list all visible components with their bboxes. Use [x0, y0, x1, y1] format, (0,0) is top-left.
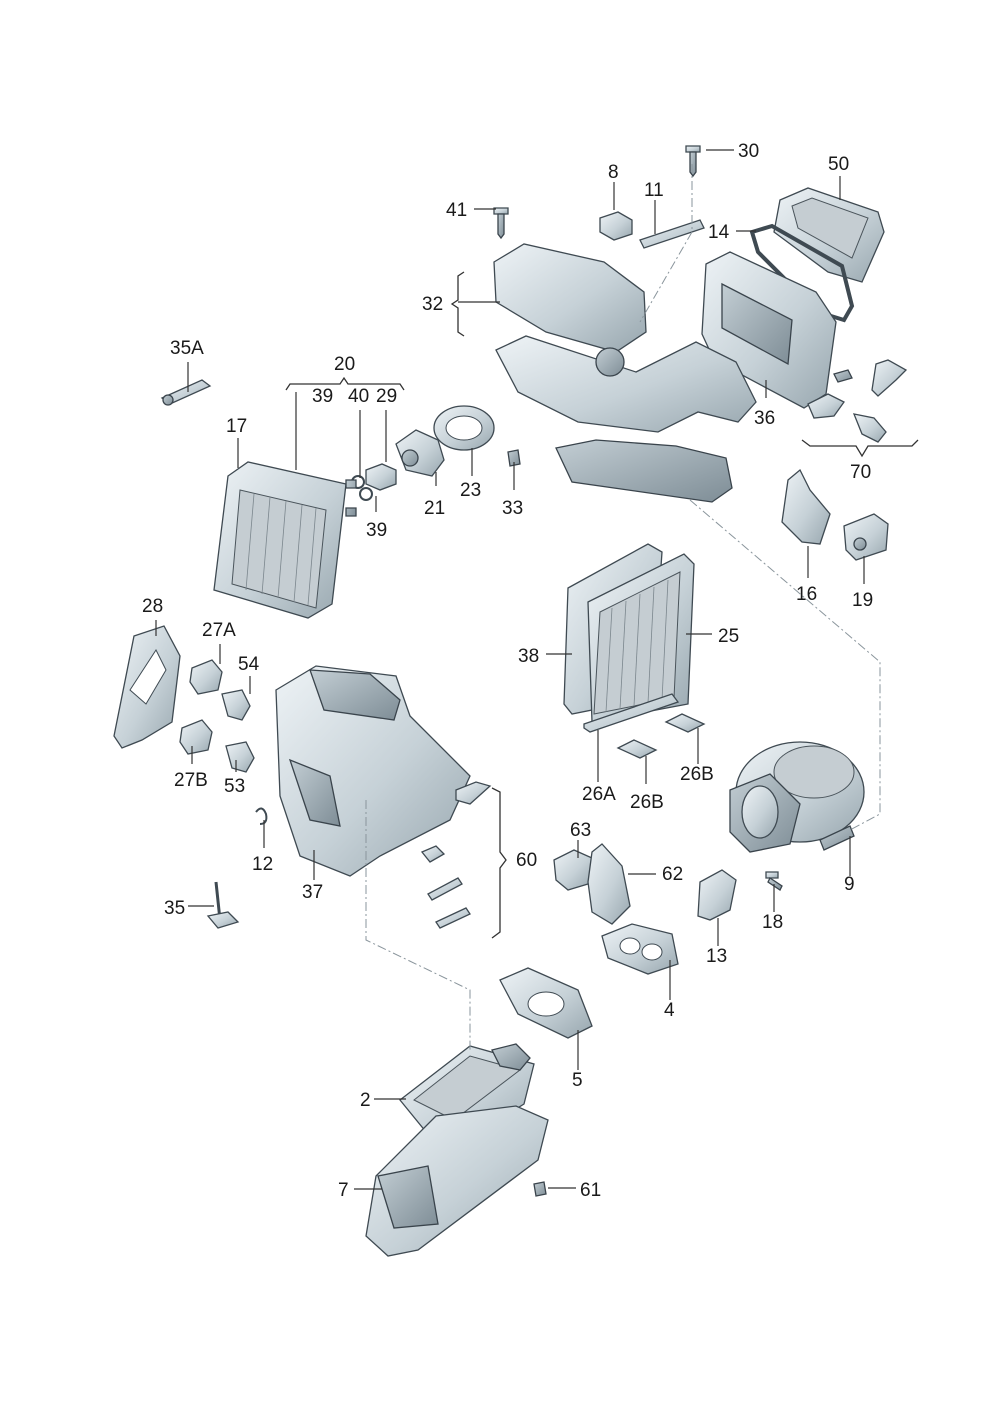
motor-21 [395, 429, 445, 477]
label-38: 38 [518, 646, 539, 667]
label-19: 19 [852, 590, 873, 611]
bracket-11 [639, 219, 705, 249]
clip-61 [533, 1181, 547, 1197]
label-20: 20 [334, 354, 355, 375]
bracket-62 [587, 843, 631, 925]
cover-26A [583, 693, 680, 733]
label-61: 61 [580, 1180, 601, 1201]
label-2: 2 [360, 1090, 371, 1111]
label-14: 14 [708, 222, 730, 243]
cover-26B-b [664, 713, 706, 733]
screw-41 [493, 207, 509, 240]
label-11: 11 [644, 180, 664, 201]
lower-housing-7 [365, 1105, 549, 1257]
actuator-19 [843, 513, 889, 561]
label-28: 28 [142, 596, 163, 617]
gasket-4 [601, 923, 679, 975]
actuator-54 [221, 689, 251, 721]
label-26A: 26A [582, 784, 616, 805]
bracket-16 [781, 468, 831, 545]
seal-ring-23 [433, 405, 495, 451]
blower-motor-9 [729, 741, 865, 853]
part-group-70 [807, 359, 908, 443]
actuator-53 [225, 741, 255, 773]
cover-26B-a [616, 739, 658, 759]
filter-25 [587, 553, 695, 723]
actuator-27B [179, 719, 213, 755]
label-9: 9 [844, 874, 855, 895]
label-35: 35 [164, 898, 185, 919]
screw-30 [685, 145, 701, 178]
label-63: 63 [570, 820, 591, 841]
screw-18 [765, 871, 783, 891]
label-70: 70 [850, 462, 871, 483]
label-30: 30 [738, 141, 759, 162]
clip-12 [255, 807, 268, 825]
seal-14 [749, 223, 855, 323]
label-54: 54 [238, 654, 260, 675]
label-41: 41 [446, 200, 467, 221]
label-26B-right: 26B [680, 764, 714, 785]
label-50: 50 [828, 154, 849, 175]
clip-33 [507, 449, 521, 467]
actuator-27A [189, 659, 223, 695]
label-26B-left: 26B [630, 792, 664, 813]
label-35A: 35A [170, 338, 204, 359]
label-7: 7 [338, 1180, 349, 1201]
linkage-60 [420, 781, 492, 929]
expansion-valve-29 [351, 463, 397, 501]
label-23: 23 [460, 480, 481, 501]
label-37: 37 [302, 882, 323, 903]
filter-cover-50 [773, 187, 885, 283]
heater-housing-37 [275, 665, 471, 877]
label-27B: 27B [174, 770, 208, 791]
clip-8 [599, 211, 633, 241]
label-40: 40 [348, 386, 369, 407]
bracket-28 [113, 625, 181, 749]
label-13: 13 [706, 946, 727, 967]
label-29: 29 [376, 386, 397, 407]
sensor-35 [206, 881, 240, 929]
label-39-top: 39 [312, 386, 333, 407]
label-53: 53 [224, 776, 245, 797]
upper-housing-32 [493, 243, 757, 503]
label-17: 17 [226, 416, 247, 437]
actuator-63 [553, 849, 593, 891]
duct-13 [697, 869, 737, 921]
label-8: 8 [608, 162, 619, 183]
label-12: 12 [252, 854, 273, 875]
sensor-35A [160, 379, 212, 406]
label-27A: 27A [202, 620, 236, 641]
label-4: 4 [664, 1000, 675, 1021]
label-62: 62 [662, 864, 683, 885]
label-25: 25 [718, 626, 739, 647]
label-36: 36 [754, 408, 775, 429]
label-18: 18 [762, 912, 783, 933]
label-32: 32 [422, 294, 443, 315]
label-33: 33 [502, 498, 523, 519]
label-21: 21 [424, 498, 445, 519]
evaporator-17 [213, 461, 357, 619]
gasket-5 [499, 967, 593, 1039]
label-39-bottom: 39 [366, 520, 387, 541]
label-16: 16 [796, 584, 817, 605]
label-5: 5 [572, 1070, 583, 1091]
label-60: 60 [516, 850, 537, 871]
